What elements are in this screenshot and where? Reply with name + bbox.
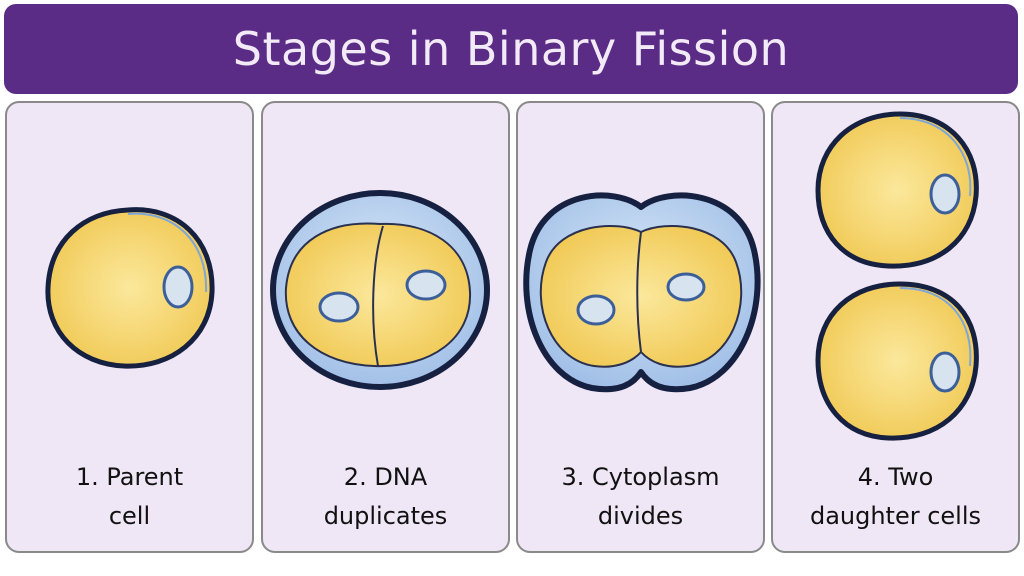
stage-3-label-line1: 3. Cytoplasm bbox=[561, 463, 720, 491]
title-banner: Stages in Binary Fission bbox=[4, 4, 1018, 94]
stage-panel-2: 2. DNA duplicates bbox=[261, 101, 510, 553]
stage-3-label: 3. Cytoplasm divides bbox=[518, 458, 763, 536]
stage-panel-4: 4. Two daughter cells bbox=[771, 101, 1020, 553]
stage-1-label-line2: cell bbox=[108, 502, 151, 530]
stage-1-label-line1: 1. Parent bbox=[75, 463, 184, 491]
stage-2-label-line1: 2. DNA bbox=[343, 463, 428, 491]
stage-3-label-line2: divides bbox=[597, 502, 684, 530]
stage-1-label: 1. Parent cell bbox=[7, 458, 252, 536]
stage-4-label-line2: daughter cells bbox=[809, 502, 982, 530]
stage-2-label: 2. DNA duplicates bbox=[263, 458, 508, 536]
stage-panel-1: 1. Parent cell bbox=[5, 101, 254, 553]
stage-4-label-line1: 4. Two bbox=[857, 463, 934, 491]
stage-2-label-line2: duplicates bbox=[323, 502, 448, 530]
diagram-title: Stages in Binary Fission bbox=[232, 22, 790, 76]
stage-panel-3: 3. Cytoplasm divides bbox=[516, 101, 765, 553]
stage-4-label: 4. Two daughter cells bbox=[773, 458, 1018, 536]
